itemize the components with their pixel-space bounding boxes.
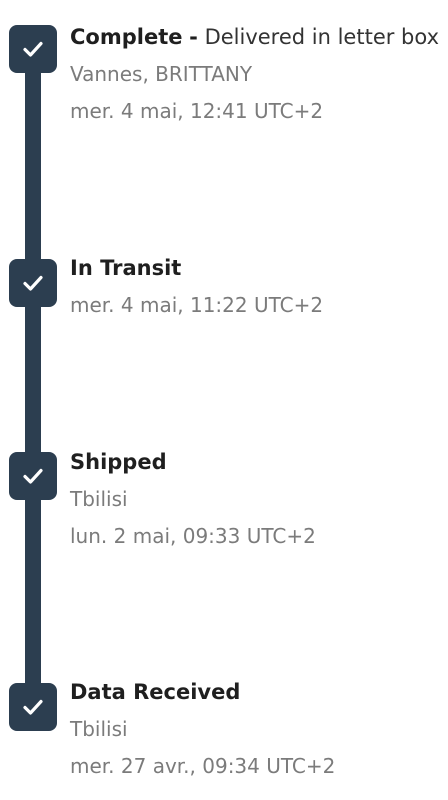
event-timestamp: mer. 4 mai, 11:22 UTC+2 bbox=[70, 293, 324, 317]
event-status: Shipped bbox=[70, 450, 167, 474]
check-icon bbox=[9, 452, 57, 500]
event-timestamp: lun. 2 mai, 09:33 UTC+2 bbox=[70, 524, 316, 548]
event-location: Tbilisi bbox=[70, 717, 128, 741]
event-location: Tbilisi bbox=[70, 487, 128, 511]
event-location: Vannes, BRITTANY bbox=[70, 62, 253, 86]
check-icon bbox=[9, 25, 57, 73]
check-icon bbox=[9, 683, 57, 731]
event-separator: - bbox=[189, 25, 198, 49]
check-icon bbox=[9, 259, 57, 307]
event-title: Data Received bbox=[70, 679, 448, 705]
event-title: Complete - Delivered in letter box bbox=[70, 24, 448, 50]
timeline-track bbox=[25, 40, 41, 708]
event-timestamp: mer. 4 mai, 12:41 UTC+2 bbox=[70, 99, 324, 123]
event-status: In Transit bbox=[70, 256, 182, 280]
event-title: In Transit bbox=[70, 255, 448, 281]
event-timestamp: mer. 27 avr., 09:34 UTC+2 bbox=[70, 754, 336, 778]
event-title: Shipped bbox=[70, 449, 448, 475]
event-status: Complete bbox=[70, 25, 183, 49]
event-detail: Delivered in letter box bbox=[204, 25, 440, 49]
event-status: Data Received bbox=[70, 680, 241, 704]
